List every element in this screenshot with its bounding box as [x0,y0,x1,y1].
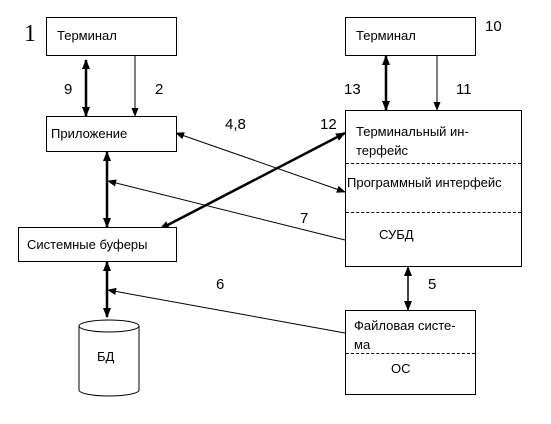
system-buffers-box: Системные буферы [18,227,177,262]
file-system-line2: ма [354,337,371,352]
label-7: 7 [300,210,309,227]
terminal-right-label: Терминал [356,28,416,43]
label-13: 13 [344,81,361,98]
application-label: Приложение [51,126,128,141]
dbms-box: Терминальный ин- терфейс Программный инт… [345,110,522,267]
arrow-4-8 [175,132,346,193]
dbms-divider-2 [346,212,521,213]
figure-number: 1 [24,21,36,47]
terminal-right-box: Терминал [345,17,476,56]
terminal-left-box: Терминал [46,17,177,56]
label-5: 5 [428,276,437,293]
label-11: 11 [456,81,472,98]
arrow-6 [107,287,346,334]
label-4-8: 4,8 [225,116,246,133]
fs-divider [346,353,475,354]
dbms-label: СУБД [379,227,414,242]
arrow-7 [107,179,346,241]
dbms-divider-1 [346,163,521,164]
application-box: Приложение [46,116,177,152]
label-6: 6 [216,276,225,293]
label-12: 12 [320,116,337,133]
file-system-box: Файловая систе- ма ОС [345,310,476,395]
db-cylinder [78,319,140,397]
label-2: 2 [155,81,164,98]
system-buffers-label: Системные буферы [27,237,148,252]
file-system-line1: Файловая систе- [354,318,456,333]
program-interface-label: Программный интерфейс [347,175,502,190]
os-label: ОС [391,361,411,376]
terminal-interface-line2: терфейс [356,143,408,158]
arrow-12 [159,131,346,231]
label-10: 10 [485,18,502,35]
terminal-interface-line1: Терминальный ин- [356,124,469,139]
terminal-left-label: Терминал [57,28,117,43]
db-label: БД [97,349,115,364]
label-9: 9 [64,81,73,98]
